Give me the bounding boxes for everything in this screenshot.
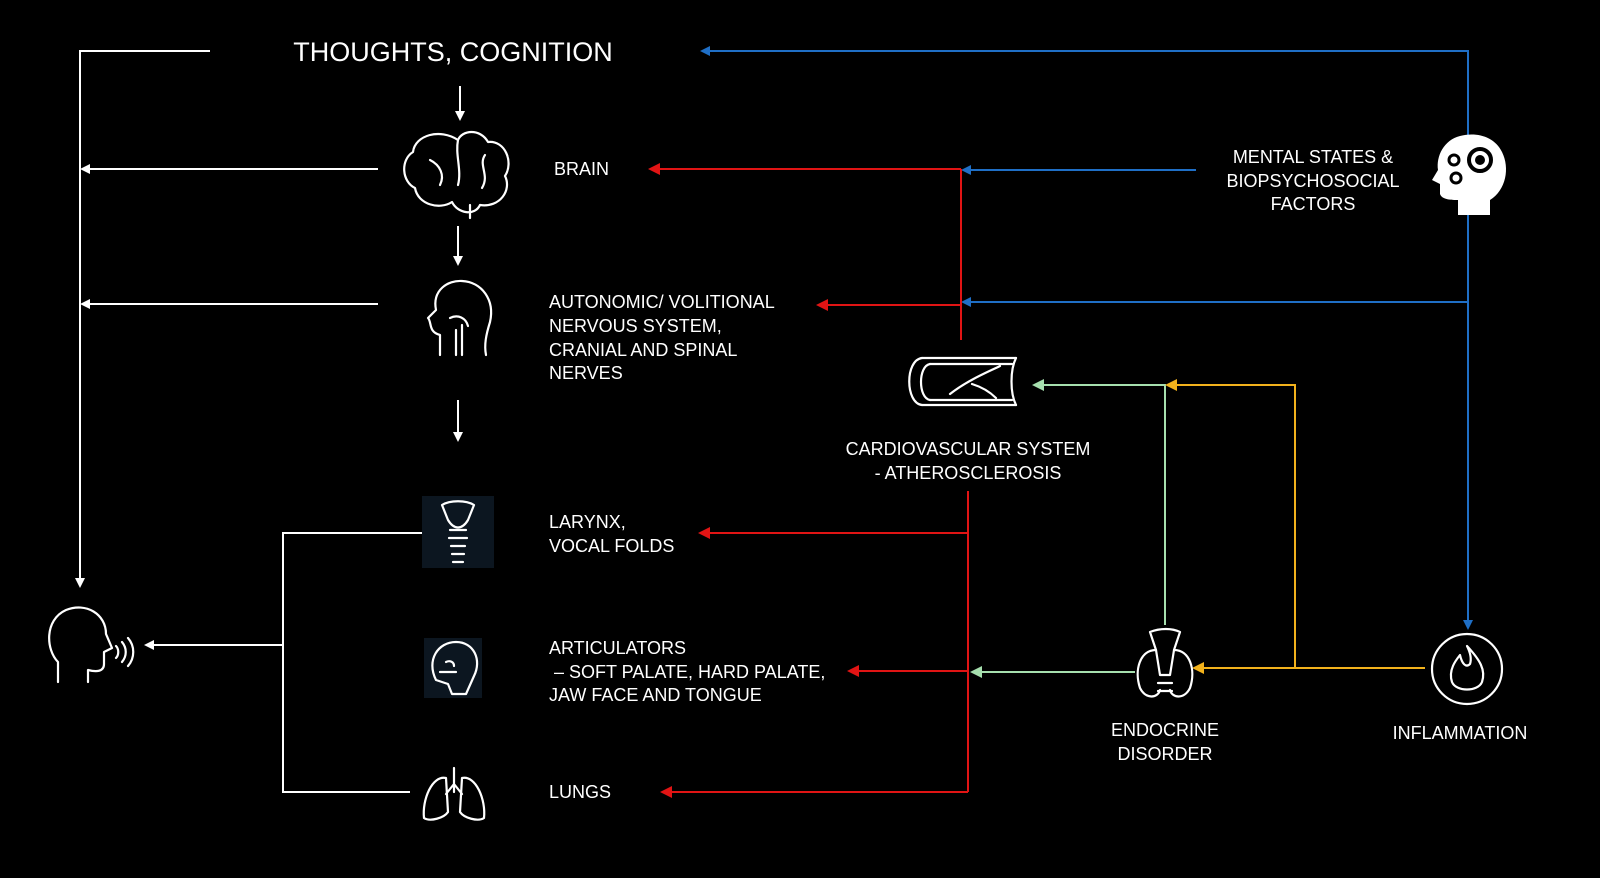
speech-path-connectors <box>75 50 465 793</box>
head-nerves-icon <box>426 279 493 357</box>
label-larynx: LARYNX, VOCAL FOLDS <box>549 512 674 556</box>
label-articulators: ARTICULATORS – SOFT PALATE, HARD PALATE,… <box>549 638 825 705</box>
articulators-skull-icon <box>424 638 482 698</box>
label-line: CRANIAL AND SPINAL <box>549 340 737 360</box>
brain-icon <box>403 130 510 220</box>
title-thoughts-cognition: THOUGHTS, COGNITION <box>293 37 613 67</box>
lungs-icon <box>422 766 486 821</box>
label-mental-states: MENTAL STATES & BIOPSYCHOSOCIAL FACTORS <box>1226 147 1399 214</box>
label-line: CARDIOVASCULAR SYSTEM <box>846 439 1091 459</box>
larynx-icon <box>422 496 494 568</box>
label-brain: BRAIN <box>554 159 609 179</box>
speaking-head-icon <box>48 606 135 684</box>
label-line: AUTONOMIC/ VOLITIONAL <box>549 292 775 312</box>
head-gears-icon <box>1432 134 1506 215</box>
blood-vessel-icon <box>908 356 1018 407</box>
label-line: FACTORS <box>1271 194 1356 214</box>
label-line: ENDOCRINE <box>1111 720 1219 740</box>
label-line: NERVES <box>549 363 623 383</box>
thyroid-icon <box>1136 627 1194 698</box>
inflammation-connectors <box>1165 379 1425 674</box>
label-line: ARTICULATORS <box>549 638 686 658</box>
label-cardiovascular: CARDIOVASCULAR SYSTEM - ATHEROSCLEROSIS <box>846 439 1091 483</box>
label-line: JAW FACE AND TONGUE <box>549 685 762 705</box>
label-line: MENTAL STATES & <box>1233 147 1393 167</box>
label-lungs: LUNGS <box>549 782 611 802</box>
flame-icon <box>1430 632 1504 706</box>
endocrine-connectors <box>970 379 1166 678</box>
label-line: – SOFT PALATE, HARD PALATE, <box>549 662 825 682</box>
label-line: VOCAL FOLDS <box>549 536 674 556</box>
label-line: NERVOUS SYSTEM, <box>549 316 722 336</box>
label-endocrine: ENDOCRINE DISORDER <box>1111 720 1219 764</box>
mental-state-connectors <box>700 46 1473 630</box>
label-inflammation: INFLAMMATION <box>1393 723 1528 743</box>
label-line: LARYNX, <box>549 512 626 532</box>
label-line: BIOPSYCHOSOCIAL <box>1226 171 1399 191</box>
label-line: - ATHEROSCLEROSIS <box>875 463 1062 483</box>
label-line: DISORDER <box>1117 744 1212 764</box>
cardiovascular-connectors <box>648 163 969 798</box>
label-nervous-system: AUTONOMIC/ VOLITIONAL NERVOUS SYSTEM, CR… <box>549 292 775 383</box>
